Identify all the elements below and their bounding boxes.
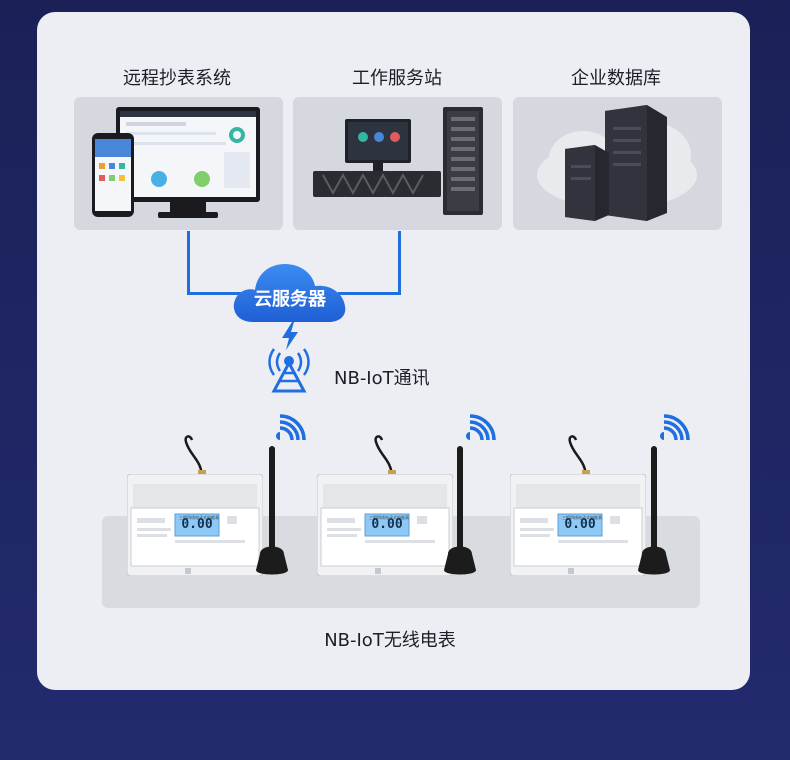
nb-iot-meter-2: 三相四线电子式电能表 0.00 (317, 474, 453, 576)
antenna (444, 446, 476, 575)
cloud-server-label: 云服务器 (254, 289, 326, 310)
nb-iot-meter-3: 三相四线电子式电能表 0.00 (510, 474, 646, 576)
svg-text:三相四线电子式电能表: 三相四线电子式电能表 (562, 514, 602, 520)
lightning-icon (282, 322, 298, 350)
meter-reading-display: 0.00 (564, 517, 596, 532)
enterprise-database-label: 企业数据库 (571, 68, 661, 89)
svg-text:三相四线电子式电能表: 三相四线电子式电能表 (369, 514, 409, 520)
wifi-signal-icon (660, 414, 690, 441)
right-connector-horizontal (338, 292, 401, 295)
right-connector-line (398, 231, 401, 295)
left-connector-line (187, 231, 190, 295)
work-service-station-label: 工作服务站 (352, 68, 442, 89)
meter-reading-display: 0.00 (181, 517, 213, 532)
monitor-phone-illustration (92, 107, 260, 218)
work-service-station-panel (293, 97, 502, 230)
cloud-server-icon (233, 264, 346, 322)
left-connector-horizontal (187, 292, 243, 295)
nb-iot-meter-1: 三相四线电子式电能表 0.00 (127, 474, 263, 576)
signal-tower-icon (268, 348, 310, 393)
workstation-server-illustration (313, 107, 483, 215)
wifi-signal-icon (466, 414, 496, 441)
nb-iot-meter-label: NB-IoT无线电表 (324, 630, 456, 651)
meter-reading-display: 0.00 (371, 517, 403, 532)
antenna (256, 446, 288, 575)
remote-reading-system-panel (74, 97, 283, 230)
remote-meter-reading-label: 远程抄表系统 (123, 68, 231, 89)
nb-iot-comm-label: NB-IoT通讯 (334, 368, 430, 389)
svg-text:三相四线电子式电能表: 三相四线电子式电能表 (179, 514, 219, 520)
wifi-signal-icon (276, 414, 306, 441)
antenna (638, 446, 670, 575)
enterprise-database-panel (513, 97, 722, 230)
database-server-illustration (537, 105, 697, 221)
